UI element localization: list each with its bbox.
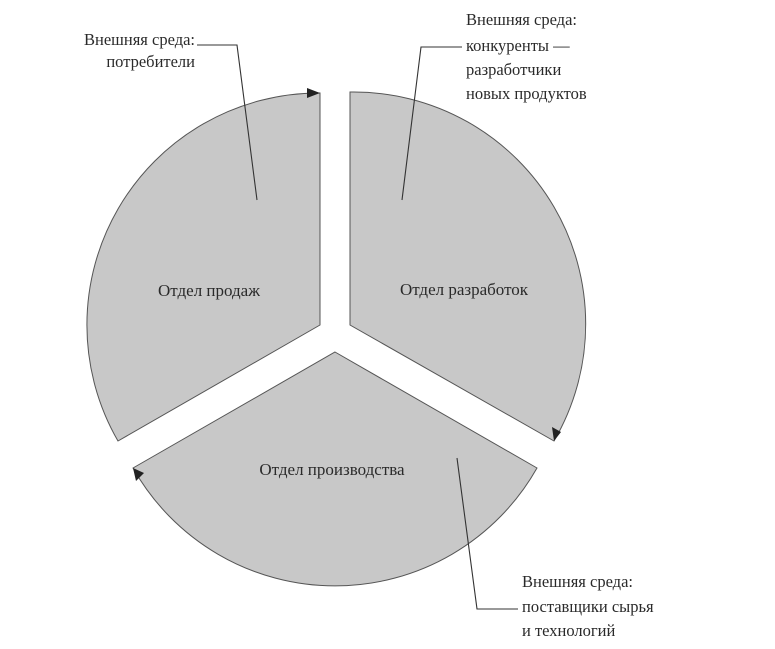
ext-suppliers-line2: поставщики сырья xyxy=(522,597,654,616)
ext-suppliers-line3: и технологий xyxy=(522,621,615,640)
sector-production xyxy=(132,351,538,587)
label-production: Отдел производства xyxy=(259,460,405,479)
ext-competitors-line1: Внешняя среда: xyxy=(466,10,577,29)
ext-consumers-line1: Внешняя среда: xyxy=(84,30,195,49)
leader-competitors xyxy=(401,46,462,201)
ext-competitors-line4: новых продуктов xyxy=(466,84,587,103)
leader-consumers xyxy=(197,44,258,201)
arrowhead-to-development xyxy=(307,88,320,98)
ext-consumers-line2: потребители xyxy=(106,52,195,71)
ext-suppliers-line1: Внешняя среда: xyxy=(522,572,633,591)
ext-competitors-line3: разработчики xyxy=(466,60,561,79)
arrowhead-to-sales xyxy=(133,468,144,481)
label-sales: Отдел продаж xyxy=(158,281,260,300)
sector-sales xyxy=(86,92,321,442)
ext-competitors-line2: конкуренты — xyxy=(466,36,570,55)
arrowhead-to-production xyxy=(552,427,561,441)
label-development: Отдел разработок xyxy=(400,280,529,299)
leader-suppliers xyxy=(456,457,518,610)
